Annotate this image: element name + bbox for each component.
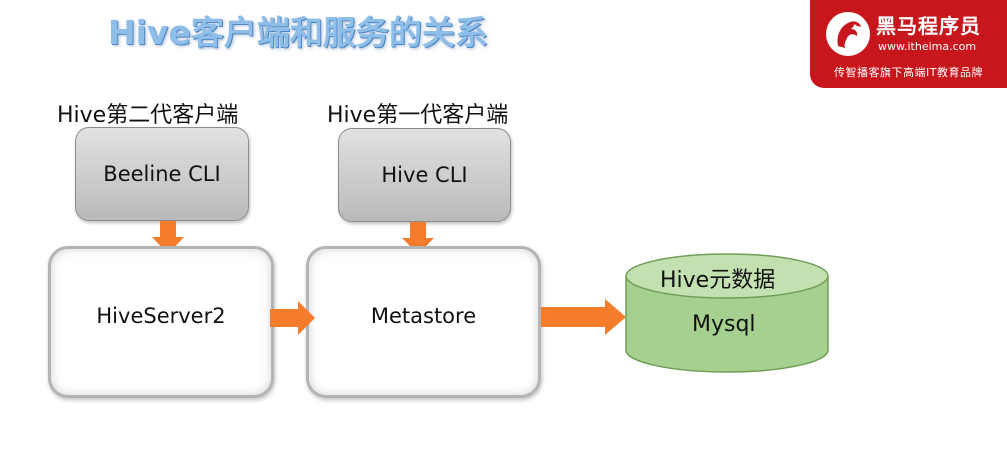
right-arrow-icon: [270, 301, 315, 335]
hiveserver2-label: HiveServer2: [96, 304, 226, 328]
beeline-cli-box: Beeline CLI: [75, 127, 249, 221]
right-arrow-icon: [541, 299, 626, 335]
database-name-label: Mysql: [692, 312, 756, 337]
beeline-cli-label: Beeline CLI: [103, 162, 221, 186]
mysql-database-icon: [625, 253, 829, 373]
page-title: Hive客户端和服务的关系: [108, 13, 488, 52]
brand-logo: 黑马程序员 www.itheima.com 传智播客旗下高端IT教育品牌: [810, 0, 1007, 88]
client-label-second-gen: Hive第二代客户端: [57, 103, 239, 128]
logo-slogan: 传智播客旗下高端IT教育品牌: [834, 66, 983, 79]
client-label-first-gen: Hive第一代客户端: [327, 103, 509, 128]
logo-brand-name: 黑马程序员: [876, 14, 981, 38]
metastore-box: Metastore: [306, 246, 541, 398]
horse-logo-icon: [826, 12, 870, 56]
down-arrow-icon: [152, 221, 184, 254]
hive-cli-label: Hive CLI: [381, 163, 468, 187]
logo-url: www.itheima.com: [878, 40, 977, 53]
database-metadata-label: Hive元数据: [660, 268, 776, 293]
hiveserver2-box: HiveServer2: [48, 246, 274, 398]
hive-cli-box: Hive CLI: [338, 128, 511, 222]
metastore-label: Metastore: [370, 304, 477, 328]
